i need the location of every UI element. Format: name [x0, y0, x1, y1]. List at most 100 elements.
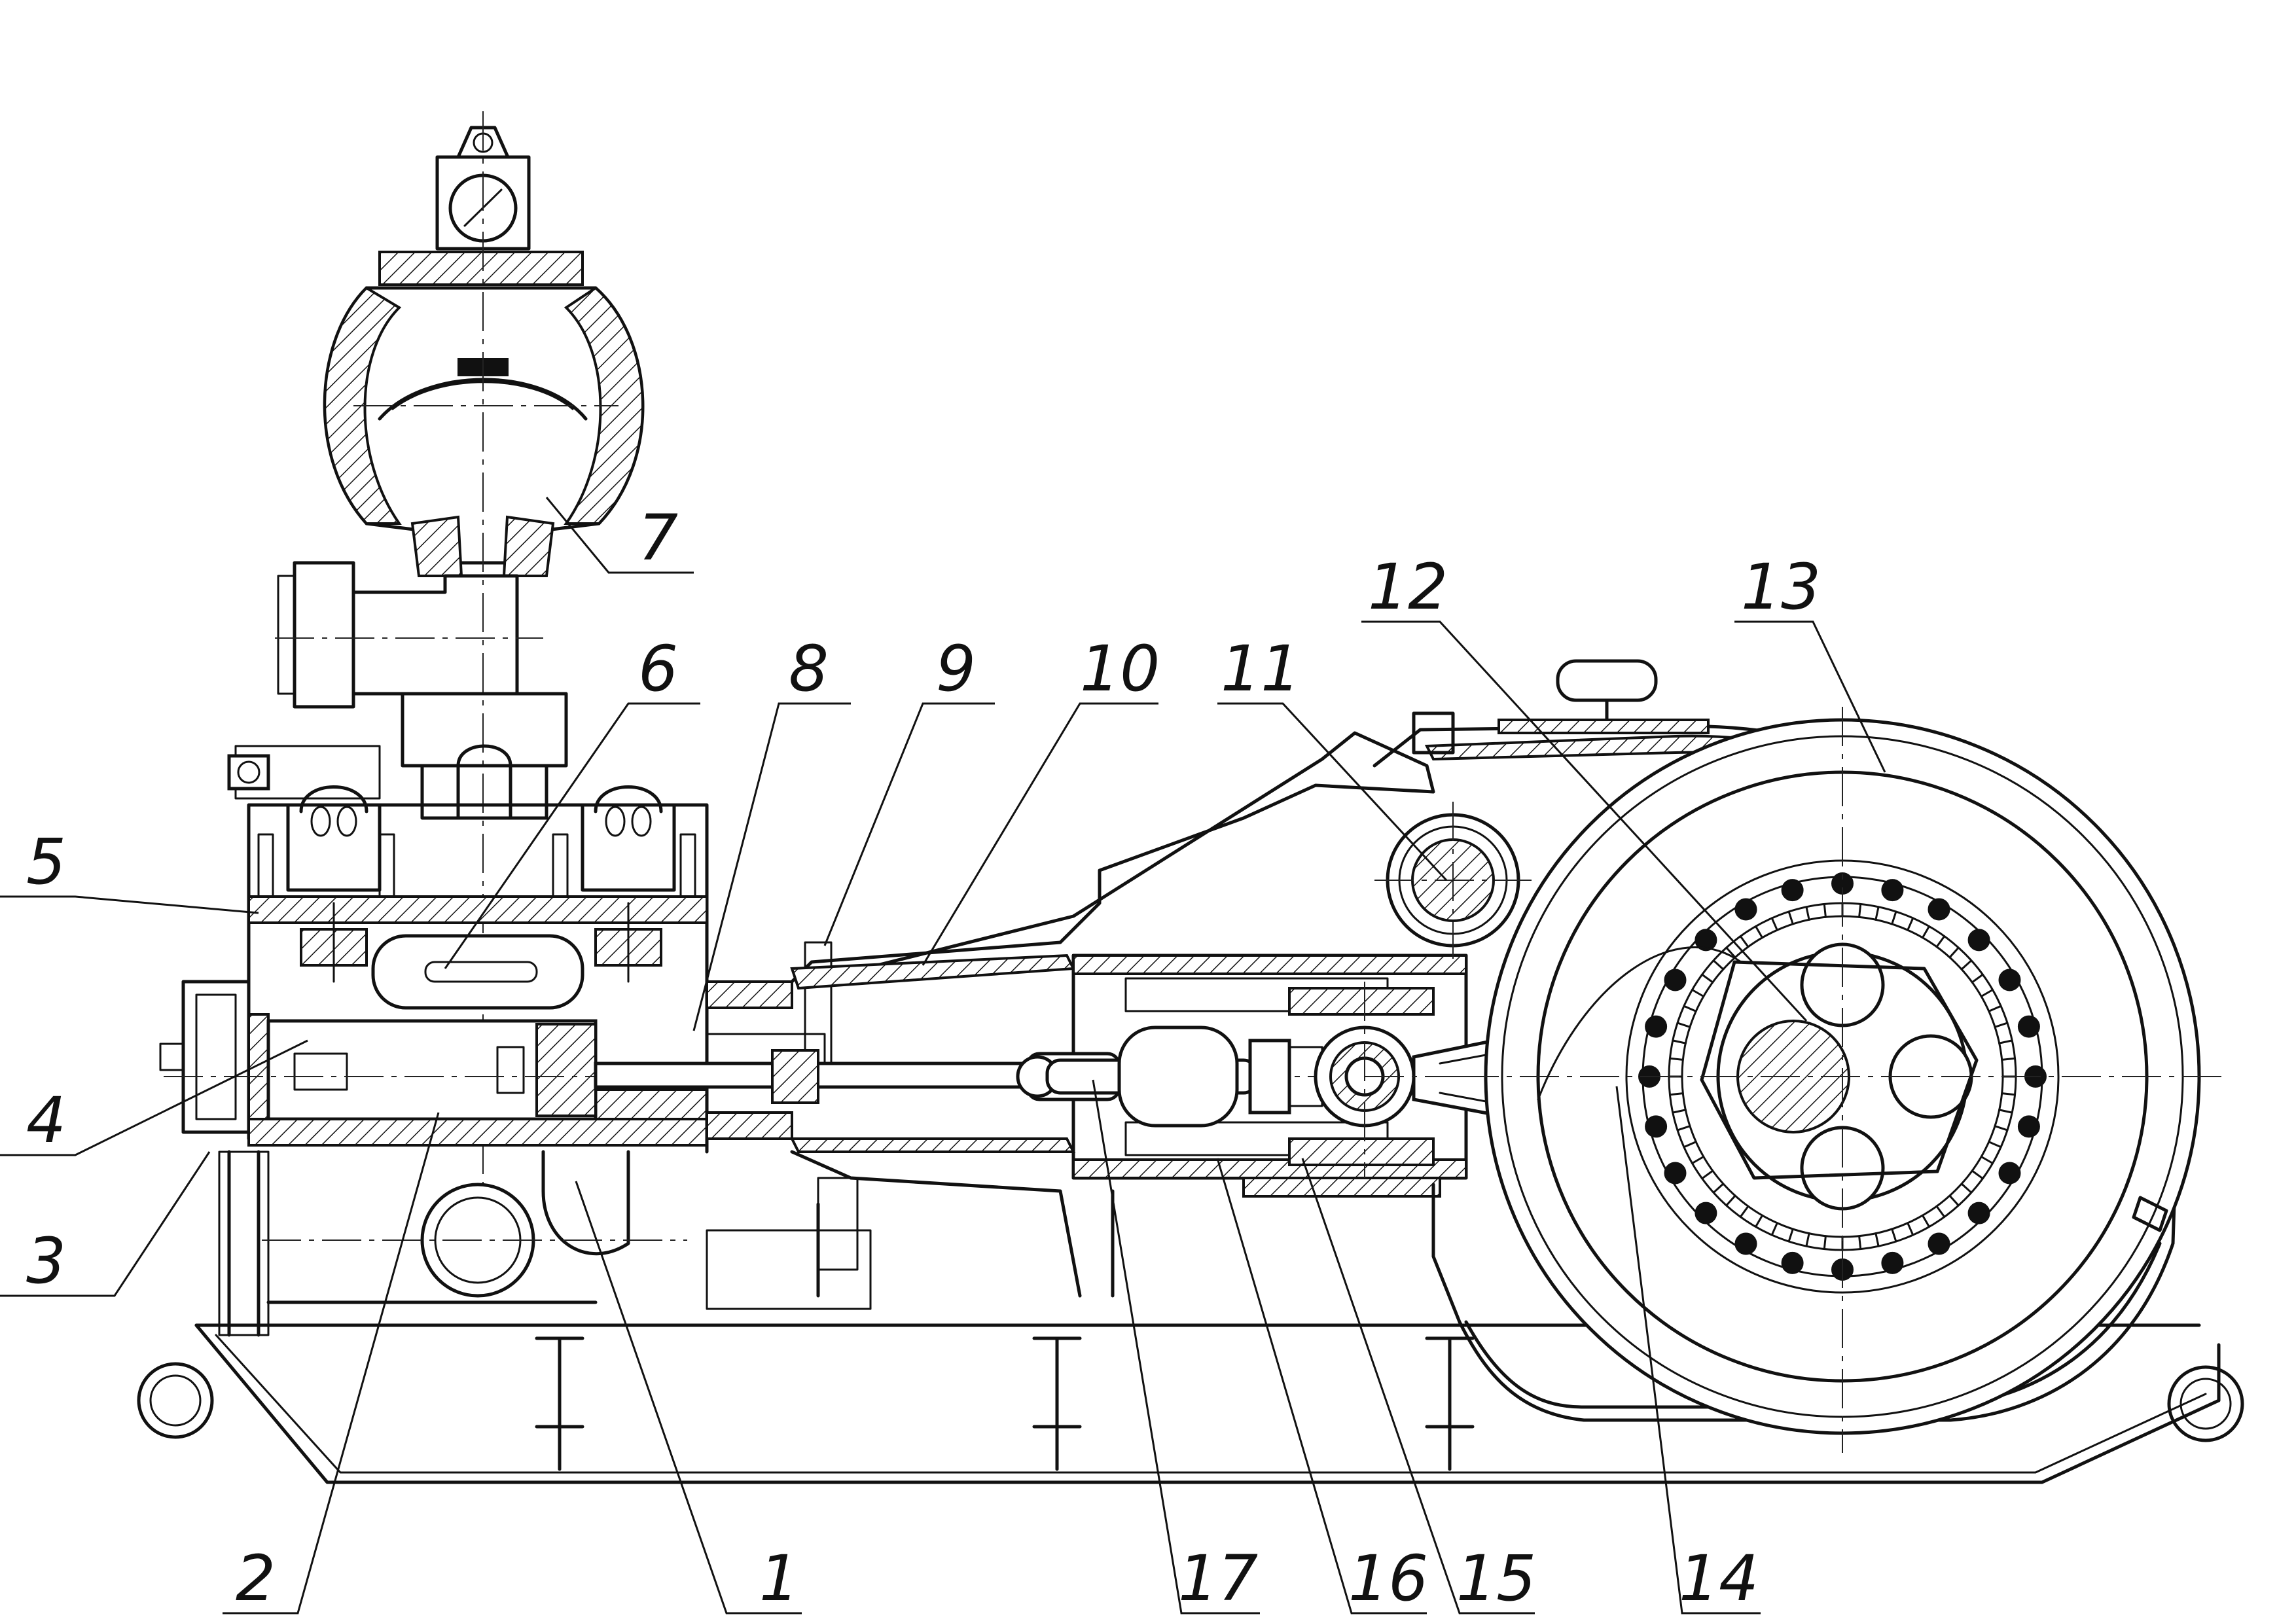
skid-pipe-left	[137, 1362, 214, 1439]
callout-16: 16	[1348, 1542, 1428, 1615]
leader-2	[223, 1112, 440, 1614]
callout-14: 14	[1679, 1542, 1759, 1615]
callout-4: 4	[26, 1084, 66, 1157]
gear-bolt	[1664, 969, 1687, 991]
gear-tooth	[1994, 1022, 2009, 1028]
gear-tooth	[1891, 1228, 1897, 1243]
gear-tooth	[2001, 1057, 2016, 1061]
gear-bolt	[1781, 1251, 1804, 1274]
callout-17: 17	[1178, 1542, 1258, 1615]
gear-tooth	[1770, 1222, 1778, 1236]
gear-tooth	[1960, 1183, 1973, 1194]
leader-9	[823, 702, 995, 946]
gear-tooth	[1701, 973, 1714, 984]
pinion-shaft	[1374, 802, 1532, 959]
gear-bolt	[1781, 879, 1804, 902]
gear-tooth	[1823, 1235, 1827, 1250]
gear-tooth	[1980, 1156, 1994, 1164]
gear-tooth	[1672, 1039, 1687, 1044]
gear-tooth	[1907, 1222, 1914, 1236]
callout-5: 5	[26, 825, 66, 899]
gear-tooth	[1787, 910, 1794, 925]
leader-12	[1361, 620, 1808, 1022]
gear-bolt	[1881, 879, 1904, 902]
gear-inner-teeth	[1668, 902, 2017, 1251]
leader-1	[575, 1181, 802, 1614]
gear-tooth	[1948, 1194, 1960, 1207]
gear-tooth	[1805, 906, 1810, 921]
callout-10: 10	[1080, 632, 1160, 705]
leader-5	[0, 895, 259, 914]
gear-tooth	[1739, 1205, 1749, 1218]
leader-16	[1216, 1158, 1427, 1614]
gear-tooth	[1787, 1228, 1794, 1243]
leader-6	[444, 702, 700, 969]
gear-bolt	[1645, 1115, 1668, 1138]
leader-10	[922, 702, 1158, 966]
gear-tooth	[1755, 1214, 1763, 1228]
gear-bolt	[1928, 898, 1950, 921]
gear-tooth	[1988, 1141, 2002, 1149]
gear-tooth	[1874, 1232, 1880, 1247]
gear-tooth	[1669, 1057, 1684, 1061]
crosshead-guide-frame	[706, 731, 1468, 1310]
gear-tooth	[1971, 973, 1984, 984]
gear-tooth	[1725, 946, 1736, 959]
gear-tooth	[1823, 903, 1827, 918]
gear-tooth	[1672, 1109, 1687, 1114]
bolts-top	[257, 833, 696, 898]
gear-tooth	[1874, 906, 1880, 921]
gear-bolt	[1928, 1232, 1950, 1255]
gear-bolt	[1998, 969, 2021, 991]
leader-8	[692, 702, 851, 1031]
gear-tooth	[1725, 1194, 1736, 1207]
gear-bolt	[1664, 1162, 1687, 1185]
pulsation-dampener	[323, 111, 645, 1296]
gear-tooth	[1960, 959, 1973, 971]
leader-15	[1301, 1158, 1535, 1614]
skid-ibeam-1	[535, 1336, 584, 1471]
gear-tooth	[1712, 1183, 1725, 1194]
gear-tooth	[1988, 1005, 2002, 1012]
gear-tooth	[1683, 1005, 1697, 1012]
gear-tooth	[1669, 1092, 1684, 1096]
callout-11: 11	[1221, 632, 1300, 705]
gear-tooth	[1971, 1169, 1984, 1180]
gear-bolt	[1734, 898, 1757, 921]
callout-3: 3	[26, 1224, 66, 1298]
crosshead	[1288, 982, 1435, 1178]
gear-tooth	[1691, 989, 1705, 997]
gear-tooth	[1980, 989, 1994, 997]
gear-bolt	[2017, 1115, 2040, 1138]
gear-tooth	[2001, 1092, 2016, 1096]
gear-tooth	[1691, 1156, 1705, 1164]
callout-7: 7	[638, 501, 678, 575]
leader-17	[1092, 1079, 1260, 1614]
leader-lines	[0, 497, 1886, 1614]
callout-15: 15	[1456, 1542, 1536, 1615]
gear-bolt	[1998, 1162, 2021, 1185]
callout-2: 2	[236, 1542, 276, 1615]
callout-13: 13	[1741, 550, 1821, 624]
gear-tooth	[1701, 1169, 1714, 1180]
gear-tooth	[1907, 917, 1914, 931]
leader-4	[0, 1039, 308, 1156]
callout-1: 1	[759, 1542, 799, 1615]
gear-tooth	[1994, 1125, 2009, 1132]
gear-tooth	[1998, 1109, 2013, 1114]
gear-tooth	[1891, 910, 1897, 925]
gear-tooth	[1858, 903, 1862, 918]
gear-tooth	[1935, 935, 1946, 948]
main-gear	[1460, 707, 2225, 1453]
suction-pipe	[262, 1150, 687, 1304]
gear-bolt	[1695, 929, 1717, 952]
gear-tooth	[1935, 1205, 1946, 1218]
suction-valve-left	[286, 785, 382, 983]
leader-13	[1734, 620, 1886, 773]
gear-tooth	[1858, 1235, 1862, 1250]
piston-rod	[594, 1049, 1121, 1104]
gear-bolt	[1645, 1015, 1668, 1038]
gear-tooth	[1770, 917, 1778, 931]
gear-tooth	[1739, 935, 1749, 948]
